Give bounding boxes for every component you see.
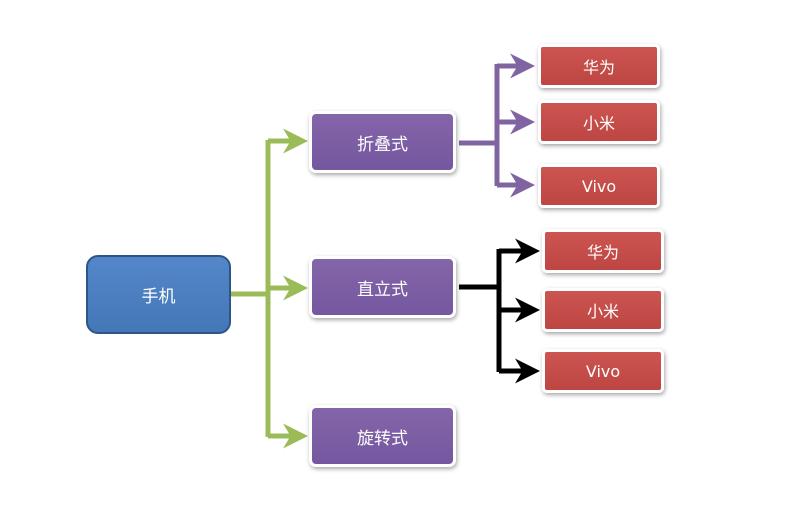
leaf-label: Vivo <box>581 176 617 196</box>
leaf-node-xiaomi: 小米 <box>538 100 660 144</box>
leaf-label: 华为 <box>586 243 619 262</box>
root-label: 手机 <box>141 287 176 307</box>
leaf-node-xiaomi: 小米 <box>542 288 664 332</box>
root-node: 手机 <box>86 255 231 334</box>
branch-label: 直立式 <box>357 279 408 300</box>
branch-2-connectors <box>459 238 540 384</box>
leaf-label: Vivo <box>585 361 621 381</box>
branch-node-upright: 直立式 <box>309 256 456 318</box>
leaf-node-huawei: 华为 <box>538 44 660 88</box>
branch-label: 旋转式 <box>357 428 408 449</box>
leaf-node-vivo: Vivo <box>538 164 660 208</box>
leaf-label: 小米 <box>586 302 619 321</box>
leaf-label: 华为 <box>582 58 615 77</box>
leaf-node-vivo: Vivo <box>542 349 664 393</box>
leaf-label: 小米 <box>582 114 615 133</box>
branch-1-connectors <box>459 53 535 198</box>
root-connectors <box>231 128 308 449</box>
leaf-node-huawei: 华为 <box>542 229 664 273</box>
branch-node-folding: 折叠式 <box>309 111 456 173</box>
branch-node-rotating: 旋转式 <box>309 405 456 467</box>
branch-label: 折叠式 <box>357 134 408 155</box>
